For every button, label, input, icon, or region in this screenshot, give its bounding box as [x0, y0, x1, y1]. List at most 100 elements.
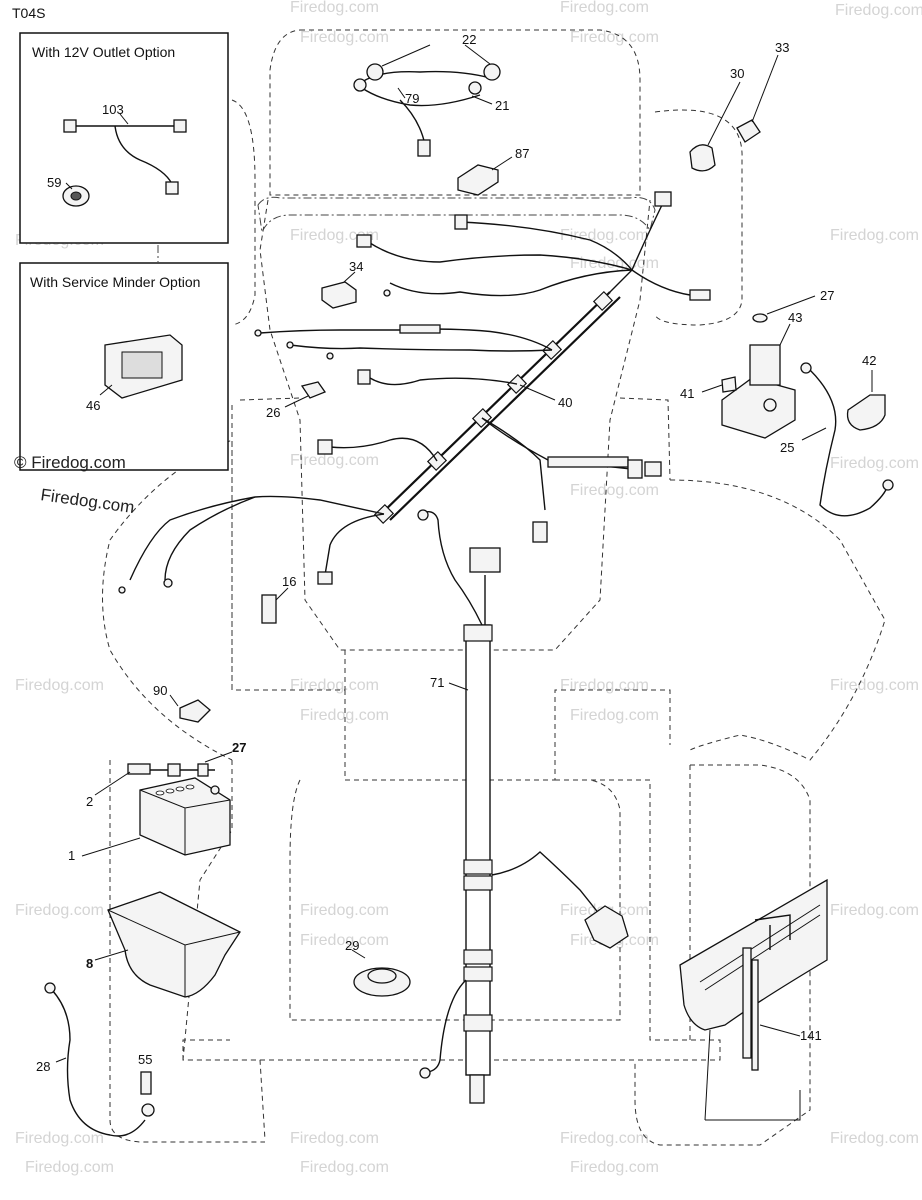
rear-harness: 71 — [417, 509, 629, 1104]
callout-26: 26 — [266, 405, 280, 420]
bolt-icon — [127, 763, 151, 775]
callout-1: 1 — [68, 848, 75, 863]
part-90: 90 — [153, 683, 211, 723]
callout-27: 27 — [820, 288, 834, 303]
watermark: Firedog.com — [830, 677, 919, 694]
callout-141: 141 — [800, 1028, 822, 1043]
connector-icon — [417, 139, 431, 157]
battery-group: 27 2 1 8 28 55 — [36, 740, 246, 1137]
callout-43: 43 — [788, 310, 802, 325]
callout-71: 71 — [430, 675, 444, 690]
watermark: Firedog.com — [290, 0, 379, 16]
battery-tray-icon — [107, 891, 241, 998]
watermark: Firedog.com — [560, 677, 649, 694]
watermark: Firedog.com — [570, 482, 659, 499]
callout-90: 90 — [153, 683, 167, 698]
callout-46: 46 — [86, 398, 100, 413]
watermark: Firedog.com — [300, 29, 389, 46]
connector-icon — [165, 181, 179, 195]
inset-service-minder: With Service Minder Option 46 — [19, 262, 229, 471]
boot-icon — [846, 394, 886, 431]
callout-22: 22 — [462, 32, 476, 47]
watermark: Firedog.com — [570, 29, 659, 46]
watermark: Firedog.com — [570, 255, 659, 272]
callout-25: 25 — [780, 440, 794, 455]
callout-16: 16 — [282, 574, 296, 589]
callout-28: 28 — [36, 1059, 50, 1074]
bolt-icon — [721, 376, 737, 393]
watermark: Firedog.com — [290, 1130, 379, 1147]
watermark: Firedog.com — [300, 707, 389, 724]
callout-27: 27 — [232, 740, 246, 755]
watermark: Firedog.com — [830, 1130, 919, 1147]
ring-terminal-icon — [44, 982, 56, 994]
part-16: 16 — [261, 574, 296, 624]
key-icon — [736, 119, 761, 143]
watermark: Firedog.com — [25, 1159, 114, 1176]
connector-icon — [454, 214, 468, 230]
callout-41: 41 — [680, 386, 694, 401]
callout-87: 87 — [515, 146, 529, 161]
connector-icon — [469, 1074, 485, 1104]
connector-icon — [317, 571, 333, 585]
watermark: Firedog.com — [830, 227, 919, 244]
connector-icon — [689, 289, 711, 301]
inset-12v-outlet: With 12V Outlet Option 103 59 — [19, 32, 229, 244]
watermark: Firedog.com — [830, 902, 919, 919]
watermark: Firedog.com — [300, 1159, 389, 1176]
headlight-harness: 22 79 21 — [353, 32, 509, 157]
watermark: Firedog.com — [300, 932, 389, 949]
watermark: Firedog.com — [570, 1159, 659, 1176]
headlight-bulb-icon — [483, 63, 501, 81]
tractor-outline — [102, 29, 886, 1146]
watermark: Firedog.com — [15, 902, 104, 919]
solenoid-assembly: 27 43 41 42 25 — [680, 288, 894, 517]
nut-icon — [752, 313, 768, 323]
headlight-bulb-icon — [366, 63, 384, 81]
watermark: Firedog.com — [15, 1130, 104, 1147]
part-26: 26 — [266, 381, 327, 420]
connector-icon — [584, 905, 629, 949]
part-87: 87 — [457, 146, 529, 196]
callout-79: 79 — [405, 91, 419, 106]
watermark: Firedog.com — [560, 227, 649, 244]
part-34: 34 — [321, 259, 363, 309]
callout-30: 30 — [730, 66, 744, 81]
watermark: Firedog.com — [39, 485, 135, 517]
watermark: Firedog.com — [830, 455, 919, 472]
watermark: Firedog.com — [300, 902, 389, 919]
copyright-watermark: © Firedog.com — [14, 453, 126, 472]
connector-icon — [356, 234, 372, 248]
ring-terminal-icon — [419, 1067, 431, 1079]
watermark: Firedog.com — [560, 1130, 649, 1147]
watermark: Firedog.com — [15, 677, 104, 694]
callout-40: 40 — [558, 395, 572, 410]
bolt-icon — [140, 1071, 152, 1095]
part-29: 29 — [345, 938, 411, 997]
main-harness: 40 — [118, 191, 711, 594]
connector-icon — [532, 521, 548, 543]
callout-8: 8 — [86, 956, 93, 971]
callout-55: 55 — [138, 1052, 152, 1067]
part-141: 141 — [679, 878, 828, 1121]
connector-icon — [63, 119, 77, 133]
watermark: Firedog.com — [290, 677, 379, 694]
ignition-switch: 30 33 — [689, 40, 789, 172]
page-code: T04S — [12, 5, 45, 21]
connector-icon — [173, 119, 187, 133]
connector-icon — [654, 191, 672, 207]
callout-21: 21 — [495, 98, 509, 113]
ring-terminal-icon — [141, 1103, 155, 1117]
connector-icon — [357, 369, 371, 385]
watermark: Firedog.com — [290, 452, 379, 469]
ring-terminal-icon — [882, 479, 894, 491]
connector-icon — [317, 439, 333, 455]
watermark: Firedog.com — [560, 0, 649, 16]
nut-icon — [167, 763, 181, 777]
callout-33: 33 — [775, 40, 789, 55]
callout-34: 34 — [349, 259, 363, 274]
inset-service-minder-title: With Service Minder Option — [30, 274, 200, 290]
callout-29: 29 — [345, 938, 359, 953]
connector-icon — [469, 547, 501, 573]
